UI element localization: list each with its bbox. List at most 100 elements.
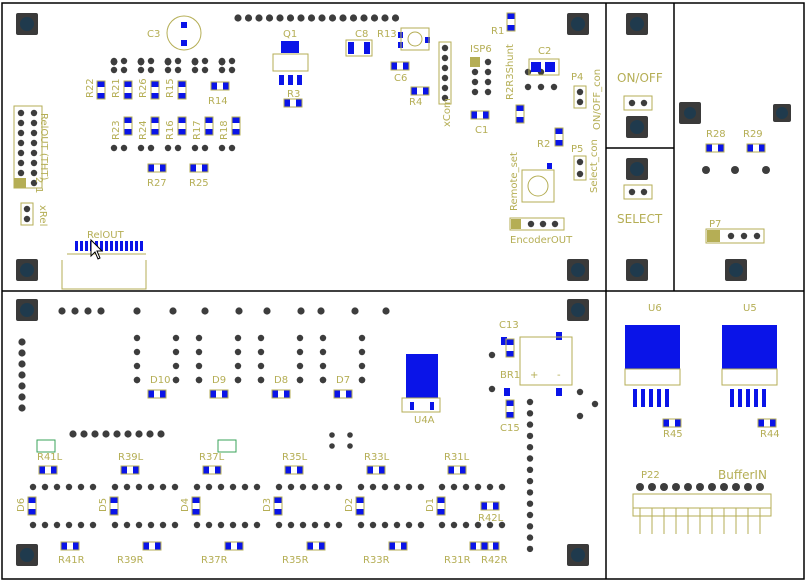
tht-pad [307, 14, 316, 22]
smd-pad [135, 241, 138, 251]
tht-pad [17, 159, 25, 167]
tht-pad [147, 521, 155, 529]
tht-pad [450, 483, 458, 491]
label-r3: R3 [287, 89, 300, 100]
tht-pad [195, 348, 203, 356]
tht-pad [69, 430, 77, 438]
label-r4: R4 [409, 97, 422, 108]
tht-pad [488, 385, 496, 393]
tht-pad [265, 14, 274, 22]
tht-pad [526, 545, 534, 553]
tht-pad [77, 483, 85, 491]
resistor-outline [142, 541, 162, 551]
tht-pad [23, 205, 31, 213]
tht-pad [526, 489, 534, 496]
label-r23: R23 [111, 120, 122, 140]
silkscreen-outlines [13, 12, 778, 551]
label-r17: R17 [192, 120, 203, 140]
tht-pad [234, 14, 242, 22]
led-outline [36, 439, 56, 453]
smd-pad [281, 41, 299, 53]
tht-pad [89, 483, 97, 491]
resistor-outline [469, 541, 489, 551]
mounting-hole-center [20, 303, 34, 317]
tht-pad [526, 523, 534, 530]
tht-pad [357, 483, 365, 491]
smd-pad [556, 388, 562, 396]
tht-pad [111, 483, 119, 491]
smd-pad [379, 466, 385, 474]
smd-pad [223, 82, 229, 90]
smd-pad [297, 75, 302, 85]
label-r41r: R41R [58, 555, 85, 566]
label-select-con: Select_con [589, 139, 600, 193]
led-outline [217, 439, 237, 453]
smd-pad [516, 105, 524, 111]
tht-pad [102, 430, 110, 438]
smd-pad [130, 241, 133, 251]
tht-pad [537, 83, 545, 91]
smd-pad [225, 542, 231, 550]
smd-pad [151, 129, 159, 135]
tht-pad [111, 521, 119, 529]
smd-pad [346, 390, 352, 398]
tht-pad [484, 78, 492, 86]
smd-pad [545, 62, 555, 72]
resistor-outline [515, 104, 525, 124]
tht-pad [311, 521, 319, 529]
tht-pad [576, 388, 584, 396]
mounting-hole-center [20, 263, 34, 277]
tht-pad [640, 99, 648, 107]
tht-pad [133, 334, 141, 342]
tht-pad [172, 334, 180, 342]
smd-pad [367, 466, 373, 474]
tht-pad [89, 521, 97, 529]
tht-pad [147, 483, 155, 491]
smd-pad [124, 129, 132, 135]
smd-pad [555, 128, 563, 134]
tht-pad [526, 500, 534, 507]
smd-pad [762, 389, 766, 407]
tht-pad [217, 521, 225, 529]
tht-pad [174, 66, 182, 74]
label-d9: D9 [212, 375, 226, 386]
resistor-outline [662, 418, 682, 428]
label-r13: R13 [377, 29, 397, 40]
tht-pad [358, 362, 366, 370]
label-r45: R45 [663, 429, 683, 440]
smd-pad [133, 466, 139, 474]
smd-pad [51, 466, 57, 474]
resistor-outline [390, 61, 410, 71]
tht-pad [275, 483, 283, 491]
label-c8: C8 [355, 29, 368, 40]
smd-pad [110, 509, 118, 515]
tht-pad [137, 144, 145, 152]
tht-pad [450, 521, 458, 529]
tht-pad [441, 44, 449, 52]
resistor-outline [505, 399, 515, 419]
tht-pad [137, 57, 145, 65]
smd-pad [284, 99, 290, 107]
label-r26: R26 [138, 78, 149, 98]
tht-pad [526, 410, 534, 417]
mounting-hole-center [684, 107, 696, 119]
mounting-hole-center [630, 17, 644, 31]
tht-pad [257, 362, 265, 370]
smd-pad [504, 388, 510, 396]
label-d6: D6 [16, 498, 27, 512]
smd-pad [448, 466, 454, 474]
smd-pad [470, 542, 476, 550]
resistor-outline [480, 541, 500, 551]
smd-pad [274, 509, 282, 515]
smd-pad [124, 81, 132, 87]
resistor-outline [705, 143, 725, 153]
smd-pad [148, 164, 154, 172]
tht-pad [381, 483, 389, 491]
tht-pad [135, 483, 143, 491]
label-r35l: R35L [282, 452, 308, 463]
tht-pad [351, 307, 359, 315]
resistor-outline [123, 80, 133, 100]
tht-pad [53, 483, 61, 491]
tht-pad [299, 483, 307, 491]
